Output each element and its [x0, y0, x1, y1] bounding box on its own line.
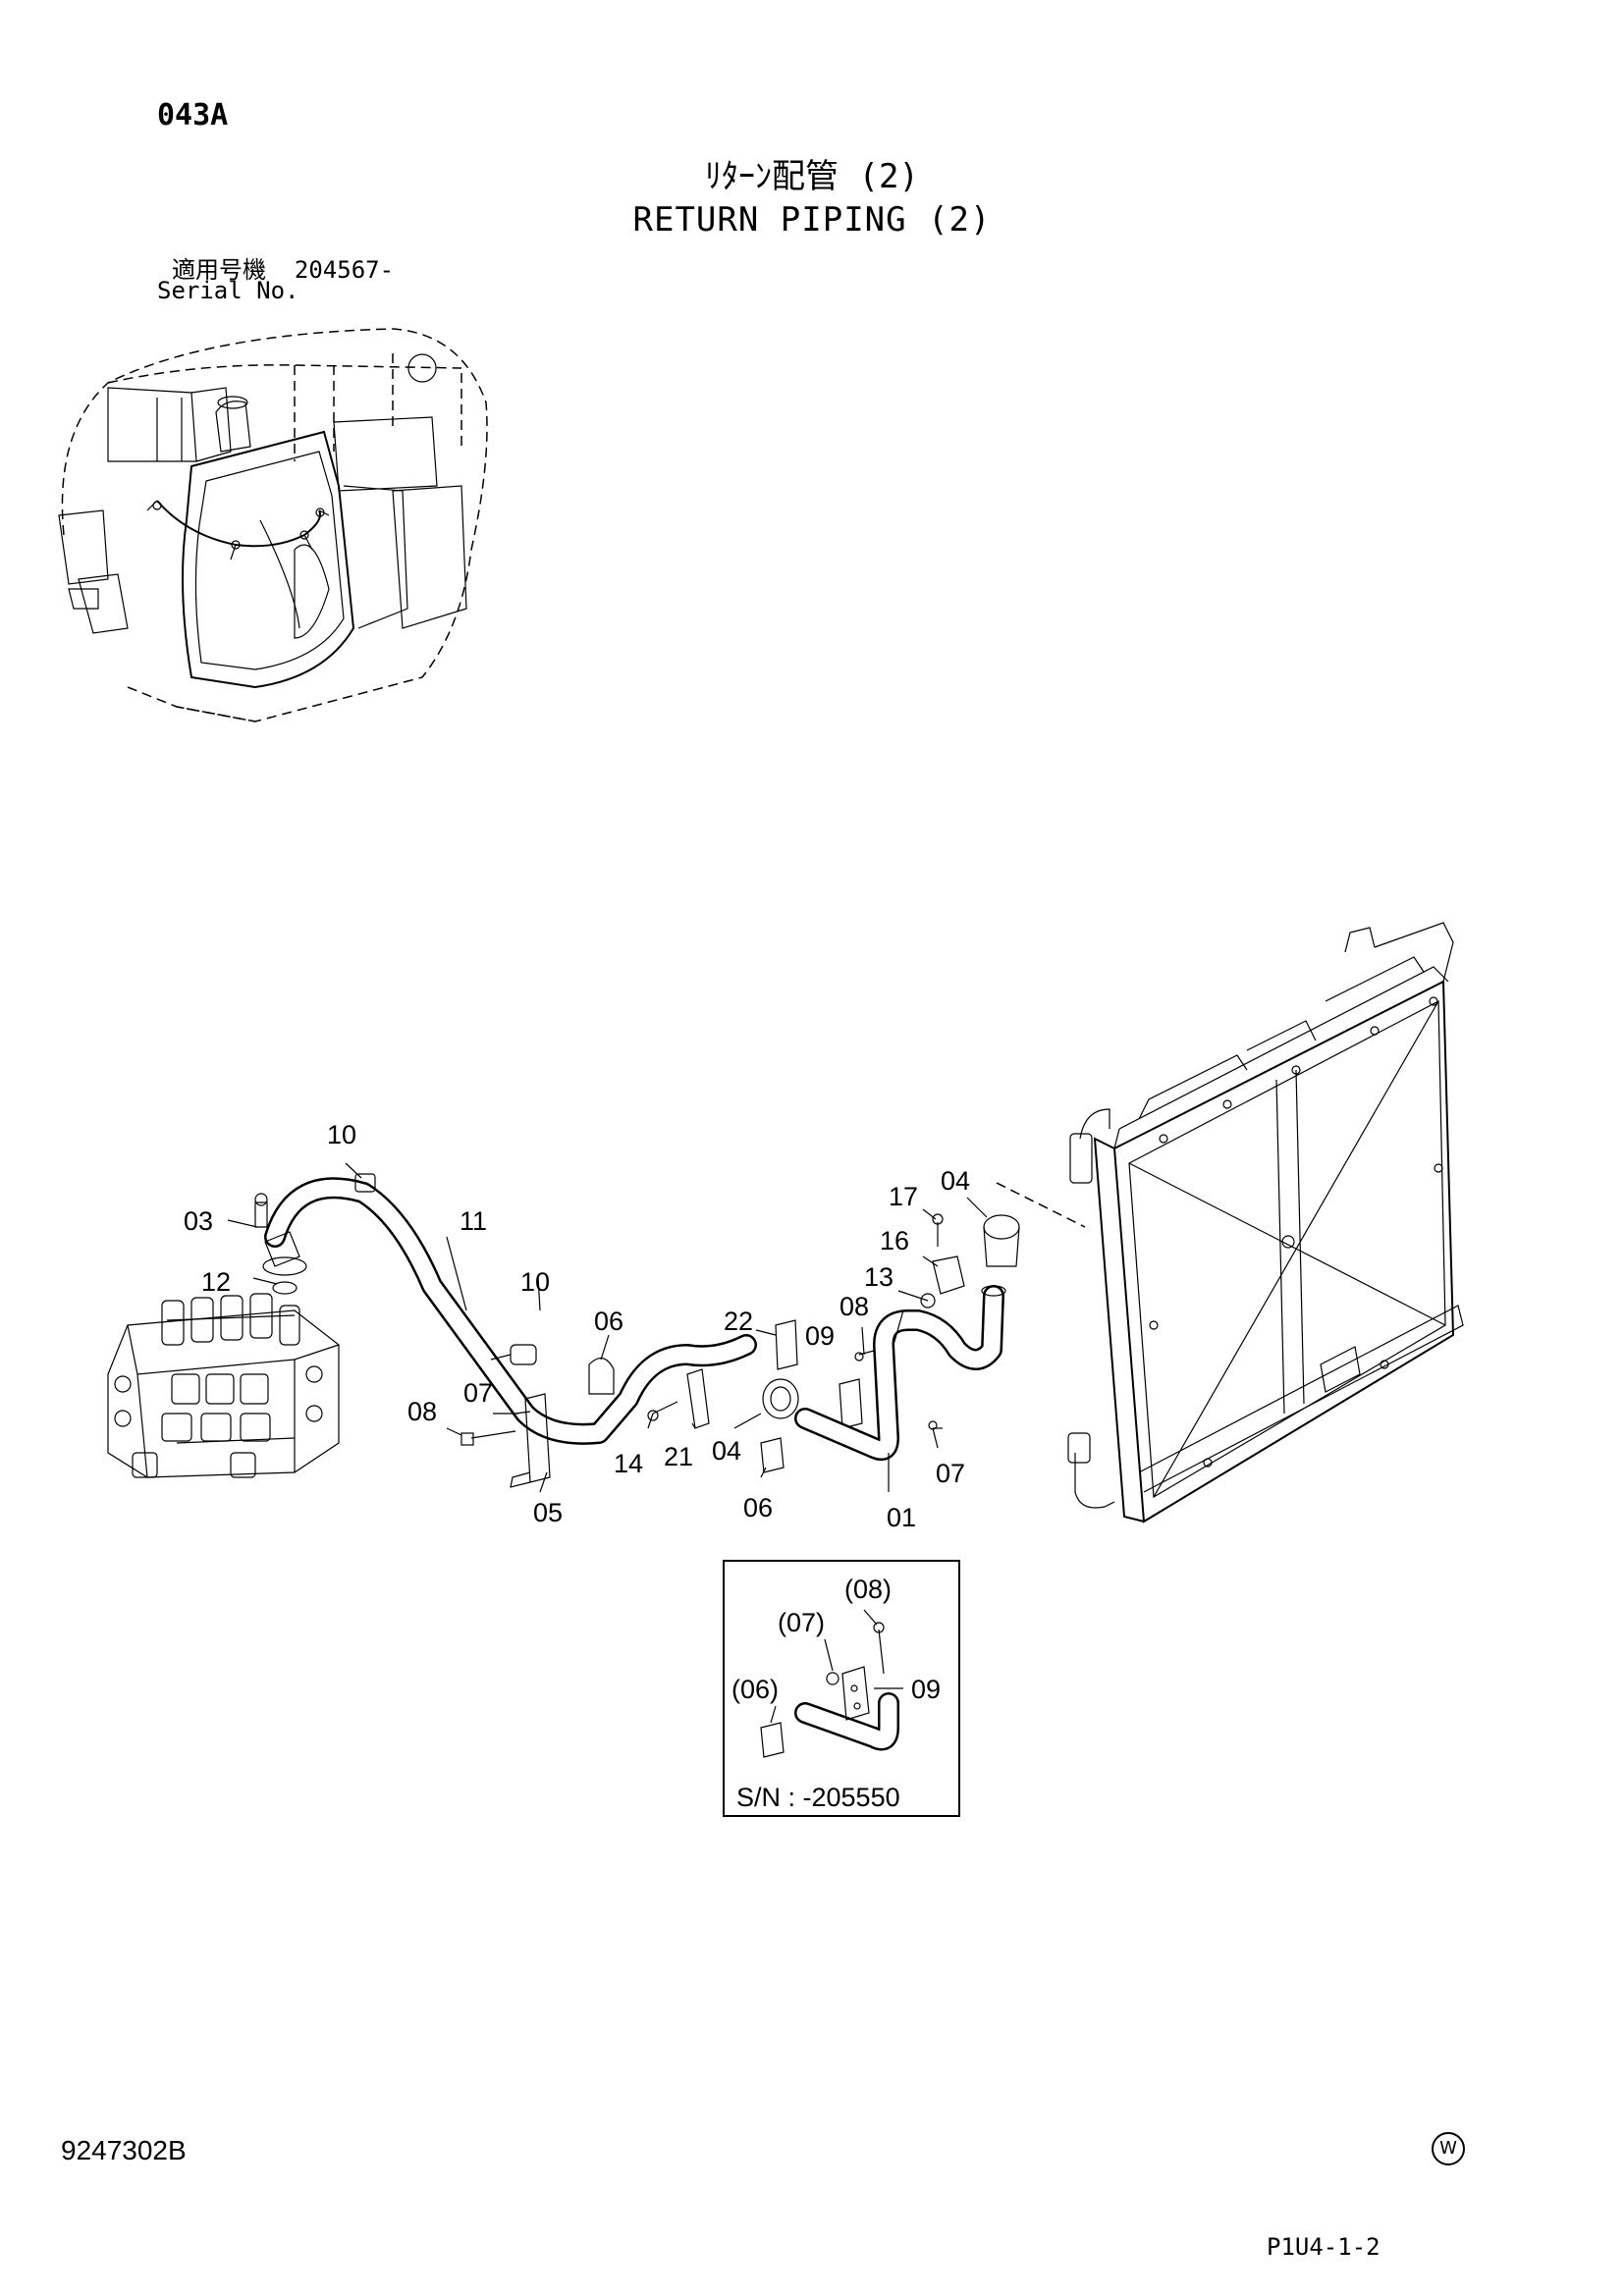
callout-08-left: 08	[407, 1397, 437, 1426]
inset-box	[723, 1560, 960, 1817]
callout-06-lower: 06	[743, 1493, 773, 1522]
callout-08-right: 08	[839, 1292, 869, 1321]
title-japanese: ﾘﾀｰﾝ配管 (2)	[705, 157, 919, 196]
callout-labels: 10 03 11 12 10 06 07 08 05 22 14 21 04 0…	[184, 1120, 970, 1812]
callout-07-right: 07	[936, 1459, 965, 1488]
callout-01: 01	[887, 1503, 916, 1532]
page-reference: P1U4-1-2	[1267, 2233, 1380, 2261]
drawing-number: 9247302B	[61, 2135, 187, 2165]
serial-number-line: 適用号機 204567-	[172, 250, 394, 285]
callout-07-left: 07	[463, 1378, 493, 1408]
callout-03: 03	[184, 1206, 213, 1236]
serial-value: 204567-	[294, 256, 395, 284]
inset-serial-note: S/N : -205550	[736, 1783, 900, 1812]
callout-06-left: 06	[594, 1307, 623, 1336]
serial-label-japanese: 適用号機	[172, 256, 266, 284]
callout-10-top: 10	[327, 1120, 356, 1149]
callout-11: 11	[460, 1206, 487, 1236]
pipe-01	[794, 1285, 1006, 1461]
callout-16: 16	[880, 1226, 909, 1255]
return-pipe-11	[262, 1173, 757, 1445]
callout-10-mid: 10	[520, 1267, 550, 1297]
radiator	[1067, 922, 1464, 1523]
inset-callout-07: (07)	[778, 1608, 825, 1637]
callout-14: 14	[614, 1449, 643, 1478]
callout-17: 17	[889, 1182, 918, 1211]
callout-04-upper: 04	[941, 1166, 970, 1196]
callout-22: 22	[724, 1307, 753, 1336]
control-valve	[107, 1293, 340, 1478]
w-mark-icon: W	[1432, 2132, 1465, 2165]
callout-12: 12	[201, 1267, 231, 1297]
leader-lines	[227, 1162, 1086, 1493]
title-english: RETURN PIPING (2)	[632, 200, 992, 240]
clamp-parts	[254, 1193, 1020, 1488]
machine-overview	[58, 328, 488, 722]
callout-04-lower: 04	[712, 1436, 741, 1466]
serial-label-english: Serial No.	[157, 277, 299, 304]
inset-callout-09: 09	[911, 1675, 941, 1704]
callout-13: 13	[864, 1262, 893, 1292]
inset-callout-08: (08)	[844, 1575, 892, 1604]
callout-05: 05	[533, 1498, 563, 1527]
callout-21: 21	[664, 1442, 693, 1471]
page-code: 043A	[157, 98, 229, 133]
inset-callout-06: (06)	[731, 1675, 779, 1704]
callout-09: 09	[805, 1321, 835, 1351]
